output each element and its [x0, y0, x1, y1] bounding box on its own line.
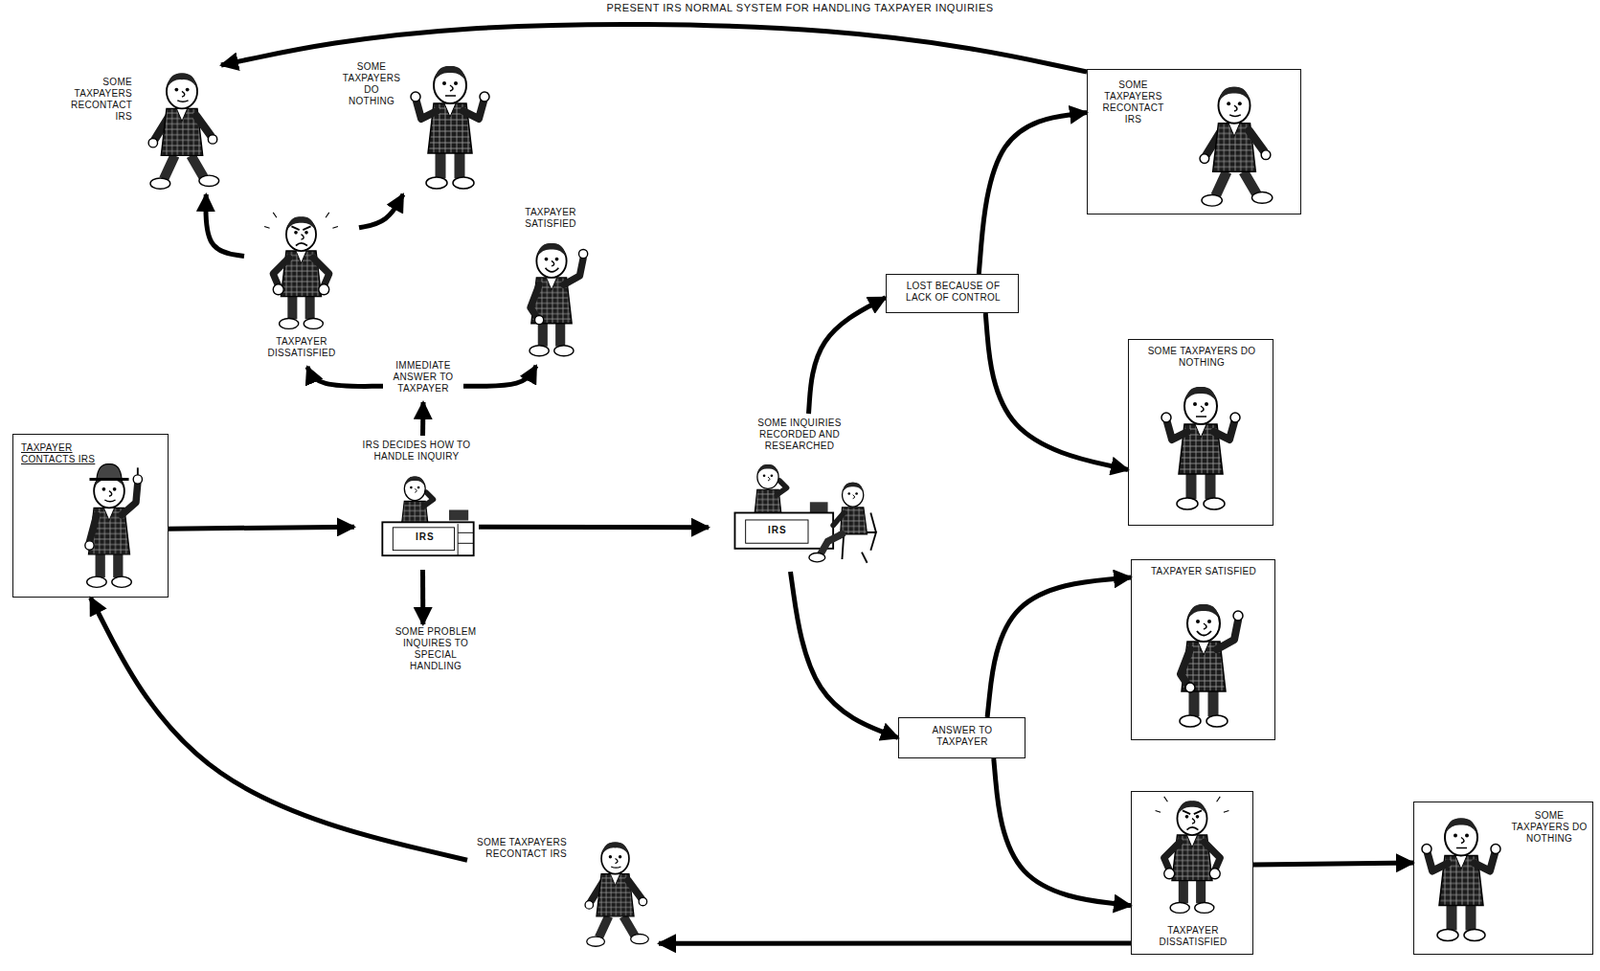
person-figure [264, 212, 339, 330]
figure-set [85, 66, 1501, 947]
diagram-title-row: PRESENT IRS NORMAL SYSTEM FOR HANDLING T… [0, 1, 1600, 15]
node-text: ANSWER TO TAXPAYER [919, 724, 1006, 748]
node-text: SOME TAXPAYERS RECONTACT IRS [471, 836, 567, 860]
node-text: IRS DECIDES HOW TO HANDLE INQUIRY [359, 439, 474, 463]
flow-arrow [359, 194, 404, 228]
figure-group: SOME TAXPAYERS RECONTACT IRS [467, 825, 659, 965]
node-text: TAXPAYER DISSATISFIED [258, 336, 345, 360]
figure-group: SOME TAXPAYERS RECONTACT IRS [67, 65, 235, 195]
flow-arrow [221, 23, 1087, 72]
flow-arrow [307, 366, 384, 386]
flow-arrow [420, 402, 427, 436]
desk-sign: IRS [413, 531, 437, 542]
figure-group: SOME INQUIRIES RECORDED AND RESEARCHED [708, 413, 891, 572]
flow-arrow [809, 297, 887, 414]
person-figure [1199, 87, 1273, 206]
person-figure [410, 66, 490, 189]
node-text: TAXPAYER SATISFIED [1146, 565, 1262, 578]
flow-arrow [420, 569, 426, 625]
node-text: SOME TAXPAYERS RECONTACT IRS [1097, 79, 1170, 126]
flow-arrow [658, 941, 1131, 947]
figure-group: IMMEDIATE ANSWER TO TAXPAYER [383, 356, 464, 403]
person-figure [85, 464, 143, 588]
desk-figure [382, 476, 474, 557]
node-text: SOME INQUIRIES RECORDED AND RESEARCHED [737, 417, 862, 452]
flow-arrow [168, 526, 355, 529]
process-box: SOME TAXPAYERS DO NOTHING [1413, 801, 1594, 955]
flow-arrow [1253, 862, 1414, 865]
node-text: TAXPAYER SATISFIED [510, 206, 591, 230]
figure-group: TAXPAYER DISSATISFIED [244, 208, 360, 367]
process-box: TAXPAYER CONTACTS IRS [12, 433, 169, 598]
person-figure [1421, 817, 1501, 941]
person-figure [148, 73, 220, 190]
node-text: LOST BECAUSE OF LACK OF CONTROL [893, 280, 1014, 304]
node-text: TAXPAYER CONTACTS IRS [21, 442, 98, 466]
node-text: TAXPAYER DISSATISFIED [1140, 924, 1246, 948]
flow-arrow [478, 524, 709, 531]
figure-group: SOME TAXPAYERS DO NOTHING [339, 55, 498, 195]
flow-arrow [90, 597, 469, 860]
person-figure [1161, 386, 1240, 510]
flow-arrow [985, 313, 1128, 471]
person-figure [1179, 604, 1243, 727]
process-box: SOME TAXPAYERS RECONTACT IRS [1086, 68, 1302, 215]
desk-sign: IRS [766, 524, 789, 536]
figure-group: IRS DECIDES HOW TO HANDLE INQUIRY [354, 435, 479, 570]
node-text: SOME TAXPAYERS DO NOTHING [341, 61, 402, 108]
flow-arrow [205, 194, 245, 257]
flow-arrow [993, 758, 1131, 906]
flow-arrow [987, 577, 1131, 718]
person-figure [529, 243, 588, 357]
figure-group: TAXPAYER SATISFIED [502, 202, 599, 366]
person-figure [585, 841, 649, 947]
process-box: TAXPAYER SATISFIED [1130, 559, 1276, 741]
edge-group [90, 23, 1415, 944]
process-box: TAXPAYER DISSATISFIED [1130, 790, 1254, 955]
diagram-title: PRESENT IRS NORMAL SYSTEM FOR HANDLING T… [602, 1, 997, 14]
node-text: SOME PROBLEM INQUIRES TO SPECIAL HANDLIN… [387, 626, 484, 673]
process-box: SOME TAXPAYERS DO NOTHING [1127, 338, 1274, 526]
node-text: SOME TAXPAYERS DO NOTHING [1144, 345, 1260, 369]
flow-arrow [978, 112, 1087, 274]
person-figure [1155, 796, 1230, 914]
flow-arrow [463, 365, 537, 386]
node-text: SOME TAXPAYERS DO NOTHING [1509, 810, 1589, 845]
node-text: IMMEDIATE ANSWER TO TAXPAYER [384, 360, 462, 395]
node-text: SOME TAXPAYERS RECONTACT IRS [70, 76, 133, 123]
desk-figure [734, 464, 876, 564]
process-box: LOST BECAUSE OF LACK OF CONTROL [885, 273, 1019, 314]
process-box: ANSWER TO TAXPAYER [898, 717, 1026, 759]
figure-group: SOME PROBLEM INQUIRES TO SPECIAL HANDLIN… [378, 624, 494, 680]
flow-arrow [790, 571, 900, 739]
